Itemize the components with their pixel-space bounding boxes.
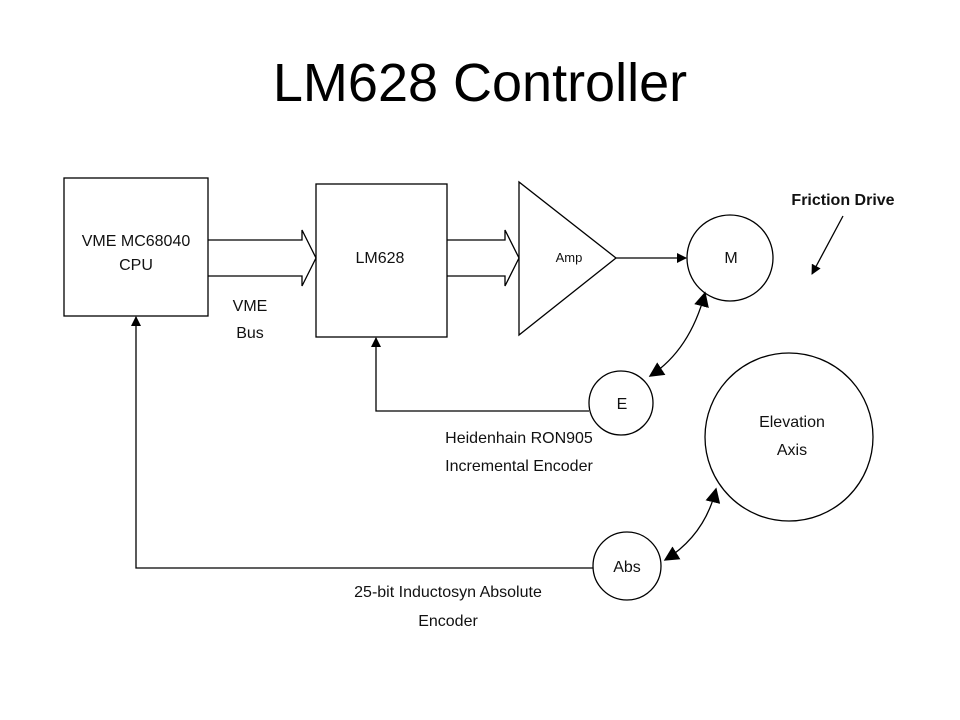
abs-feedback-line [131, 316, 593, 569]
lm628-amp-arrow [447, 229, 520, 287]
encoder-circle [588, 370, 654, 436]
lm628-block [315, 183, 448, 338]
motor-circle [686, 214, 774, 302]
elevation-label-line2: Axis [777, 442, 807, 459]
abs-note-line2: Encoder [418, 613, 478, 630]
bus-label-line1: VME [233, 298, 268, 315]
cpu-label-line1: VME MC68040 [82, 233, 191, 250]
encoder-note-line1: Heidenhain RON905 [445, 430, 593, 447]
abs-note-line1: 25-bit Inductosyn Absolute [354, 584, 542, 601]
motor-label: M [724, 250, 737, 267]
encoder-note-line2: Incremental Encoder [445, 458, 593, 475]
elevation-label-line1: Elevation [759, 414, 825, 431]
cpu-label-line2: CPU [119, 257, 153, 274]
abs-label: Abs [613, 559, 641, 576]
motor-encoder-arrow [648, 291, 709, 377]
lm628-label: LM628 [356, 250, 405, 267]
amp-label: Amp [556, 250, 583, 265]
encoder-label: E [617, 396, 628, 413]
friction-drive-pointer [811, 215, 844, 275]
encoder-feedback-line [371, 337, 589, 412]
elevation-abs-arrow [663, 487, 721, 561]
bus-label-line2: Bus [236, 325, 264, 342]
slide-title: LM628 Controller [272, 53, 688, 113]
friction-drive-label: Friction Drive [791, 192, 894, 209]
abs-encoder-circle [592, 531, 662, 601]
elevation-axis-circle [704, 352, 874, 522]
vme-bus-arrow [208, 229, 317, 287]
